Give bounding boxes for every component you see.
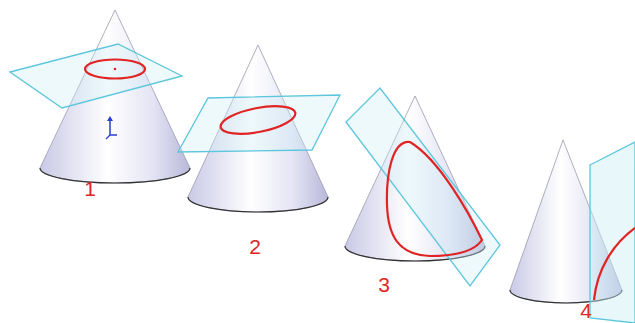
cone-four (510, 140, 635, 323)
cone-one (10, 10, 190, 183)
cone-three (345, 88, 500, 286)
cone-two (178, 45, 340, 212)
callout-number: 2 (249, 236, 261, 257)
callout-number: 4 (580, 299, 592, 320)
callout-number: 3 (378, 274, 390, 295)
callout-number: 1 (84, 178, 96, 199)
